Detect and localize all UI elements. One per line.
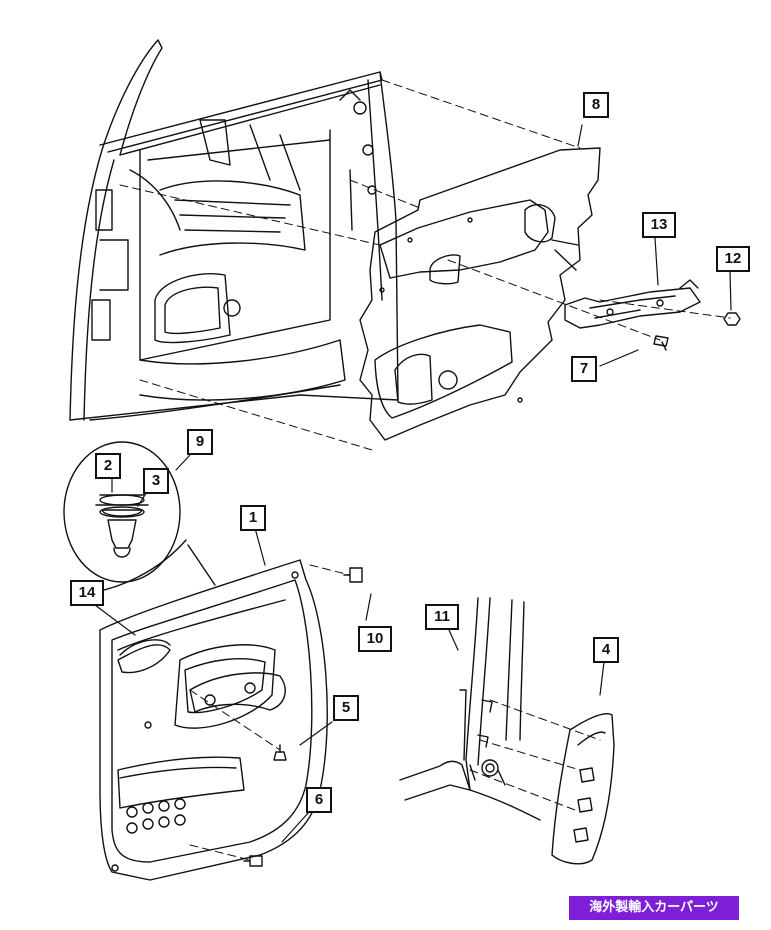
handle-bracket — [565, 280, 700, 328]
callout-6: 6 — [306, 787, 332, 813]
callout-3: 3 — [143, 468, 169, 494]
callout-9: 9 — [187, 429, 213, 455]
pillar-area — [400, 598, 540, 820]
callout-2: 2 — [95, 453, 121, 479]
callout-4: 4 — [593, 637, 619, 663]
nut — [724, 313, 740, 325]
callout-12: 12 — [716, 246, 750, 272]
callout-8: 8 — [583, 92, 609, 118]
leader-lines — [95, 125, 731, 842]
bolt-small — [654, 336, 668, 350]
callout-13: 13 — [642, 212, 676, 238]
callout-7: 7 — [571, 356, 597, 382]
screw-5 — [274, 745, 286, 760]
watermark-badge: 海外製輸入カーパーツ — [569, 896, 739, 920]
callout-14: 14 — [70, 580, 104, 606]
callout-10: 10 — [358, 626, 392, 652]
callout-11: 11 — [425, 604, 459, 630]
applique-trim — [552, 714, 614, 864]
door-shell — [70, 40, 398, 420]
projection-lines — [120, 80, 730, 860]
watershield — [360, 148, 600, 440]
callout-5: 5 — [333, 695, 359, 721]
screw-6 — [244, 856, 262, 866]
screw-10 — [344, 568, 362, 582]
door-trim-panel — [100, 560, 327, 880]
clip-detail-circle — [64, 442, 215, 594]
callout-1: 1 — [240, 505, 266, 531]
